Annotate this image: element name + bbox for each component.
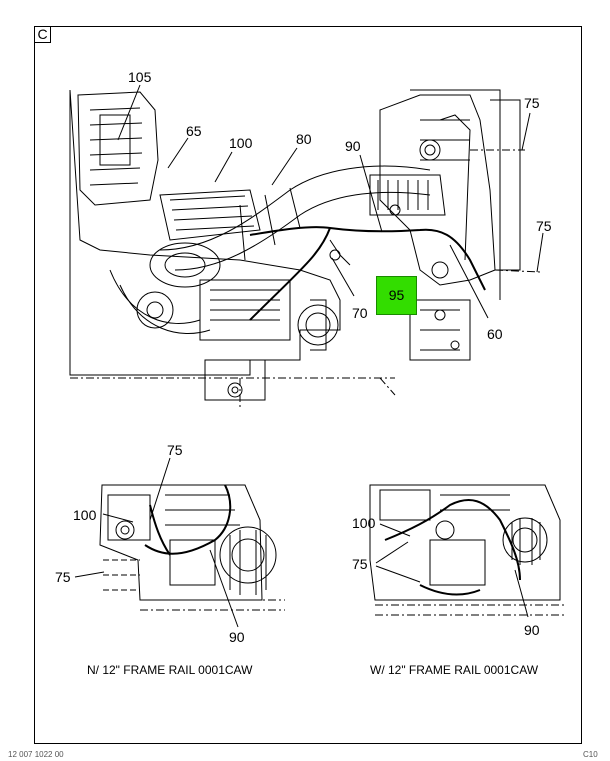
callout-75-right: 75 (536, 218, 552, 234)
callout-90-inset-right: 90 (524, 622, 540, 638)
callout-100-inset-left: 100 (73, 507, 97, 523)
footer-doc-number: 12 007 1022 00 (8, 750, 64, 759)
engine-inset-left (74, 457, 285, 628)
callout-100: 100 (229, 135, 253, 151)
diagram-frame (34, 26, 582, 744)
callout-100-inset-right: 100 (352, 515, 376, 531)
callout-75-inset-right: 75 (352, 556, 368, 572)
callout-80: 80 (296, 131, 312, 147)
callout-105: 105 (128, 69, 152, 85)
view-letter-badge: C (34, 26, 51, 43)
callout-95-highlight[interactable]: 95 (376, 276, 417, 315)
callout-75-inset-left-side: 75 (55, 569, 71, 585)
callout-70: 70 (352, 305, 368, 321)
callout-75-inset-left-top: 75 (167, 442, 183, 458)
engine-block-main (69, 89, 541, 410)
leader-lines-main (117, 84, 544, 319)
callout-65: 65 (186, 123, 202, 139)
callout-75-top: 75 (524, 95, 540, 111)
engine-inset-right (369, 484, 565, 618)
callout-90: 90 (345, 138, 361, 154)
caption-left: N/ 12" FRAME RAIL 0001CAW (87, 663, 253, 677)
caption-right: W/ 12" FRAME RAIL 0001CAW (370, 663, 539, 677)
callout-60: 60 (487, 326, 503, 342)
callout-90-inset-left: 90 (229, 629, 245, 645)
footer-page-code: C10 (583, 750, 598, 759)
